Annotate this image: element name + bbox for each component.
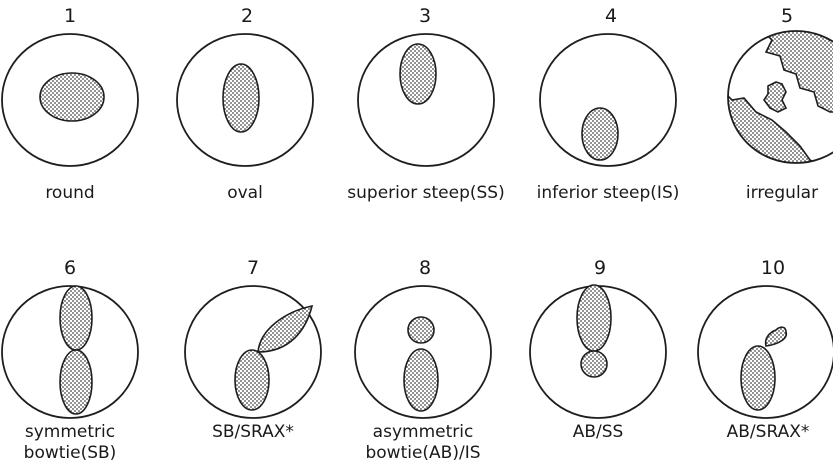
cell-superior-steep: 3 superior steep(SS) [347,5,504,203]
cell-number: 5 [781,5,793,27]
cell-number: 8 [419,257,431,279]
bowtie-large-lower-lobe [404,349,438,411]
cell-symmetric-bowtie: 6 symmetric bowtie(SB) [2,257,138,463]
cell-caption: irregular [746,183,818,203]
inferior-steep-pattern [582,108,618,160]
cell-sb-srax: 7 SB/SRAX* [185,257,321,442]
cell-caption: SB/SRAX* [212,422,294,442]
bowtie-small-upper-lobe [408,317,434,343]
cell-caption: AB/SRAX* [727,422,810,442]
cell-caption: symmetric [25,422,115,442]
cell-number: 9 [594,257,606,279]
cell-number: 3 [419,5,431,27]
cell-caption: AB/SS [573,422,624,442]
cell-inferior-steep: 4 inferior steep(IS) [537,5,680,203]
cell-caption: inferior steep(IS) [537,183,680,203]
cell-caption: round [45,183,94,203]
bowtie-large-upper-lobe [577,285,611,351]
cell-caption: superior steep(SS) [347,183,504,203]
cell-number: 4 [605,5,617,27]
srax-large-lower-lobe [741,346,775,410]
bowtie-small-lower-lobe [581,351,607,377]
oval-pattern [223,64,259,132]
cell-number: 6 [64,257,76,279]
srax-small-upper-lobe [766,327,787,346]
cell-asymmetric-bowtie-is: 8 asymmetric bowtie(AB)/IS [355,257,491,463]
cell-oval: 2 oval [177,5,313,203]
bowtie-upper-lobe [60,286,92,350]
round-pattern [40,73,104,121]
cell-number: 1 [64,5,76,27]
cell-number: 7 [247,257,259,279]
superior-steep-pattern [400,44,436,104]
cell-caption-line-2: bowtie(AB)/IS [365,443,480,463]
cell-caption-line-2: bowtie(SB) [24,443,117,463]
cell-caption: oval [227,183,263,203]
cell-number: 2 [241,5,253,27]
cell-round: 1 round [2,5,138,203]
cell-ab-ss: 9 AB/SS [530,257,666,442]
cell-caption: asymmetric [373,422,474,442]
bowtie-lower-lobe [60,350,92,414]
srax-upper-lobe [258,306,312,352]
srax-lower-lobe [235,350,269,410]
irregular-pattern-center [764,82,786,112]
cell-number: 10 [761,257,785,279]
cell-ab-srax: 10 AB/SRAX* [698,257,833,442]
cell-irregular: 5 irregular [700,5,833,203]
